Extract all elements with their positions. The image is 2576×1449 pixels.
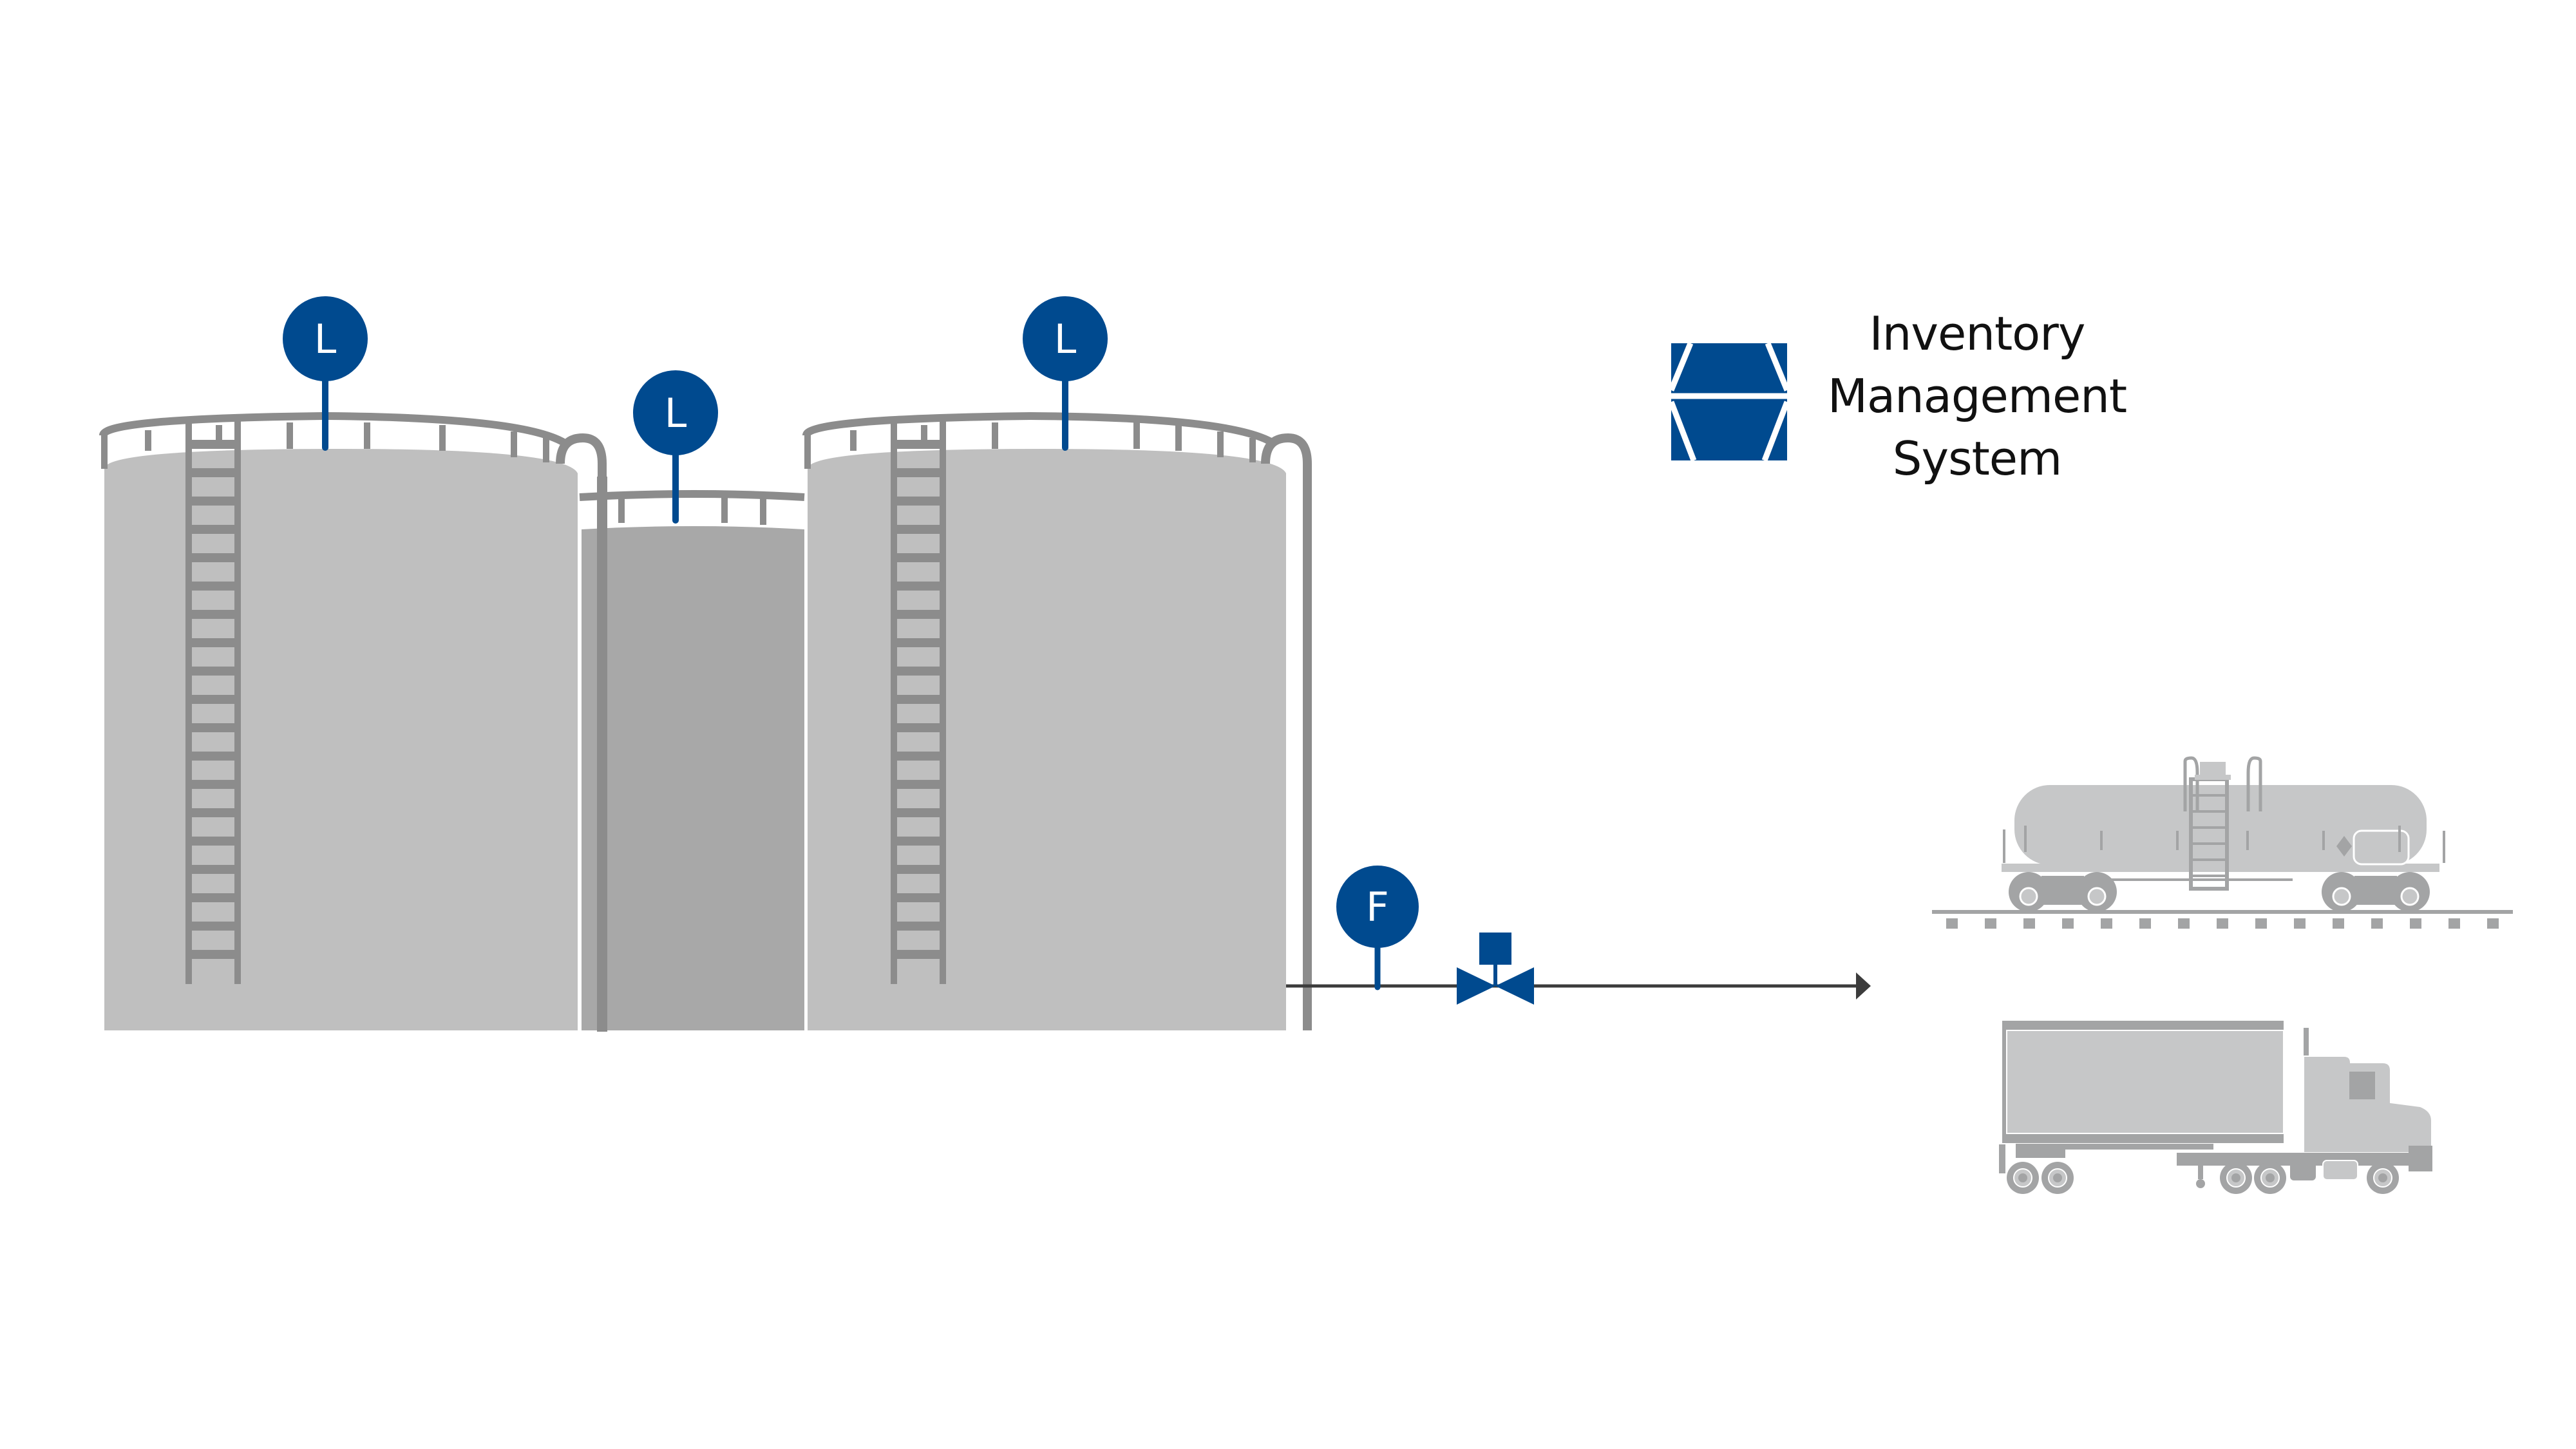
level-transmitter-2[interactable]: L: [633, 370, 718, 524]
middle-tank: [579, 490, 805, 1030]
ims-label: Inventory Management System: [1803, 303, 2151, 490]
rail-sleeper: [2410, 918, 2421, 929]
semi-truck-icon: [1999, 1021, 2432, 1194]
flow-letter: F: [1366, 884, 1389, 931]
control-valve-icon[interactable]: [1457, 933, 1534, 1005]
outlet-pipe: [1286, 972, 1871, 999]
rail-sleeper: [2294, 918, 2306, 929]
level-transmitter-1[interactable]: L: [283, 296, 368, 451]
rail-sleeper: [1985, 918, 1996, 929]
rail-sleeper: [2139, 918, 2151, 929]
rail-sleeper: [2062, 918, 2074, 929]
level-letter: L: [314, 316, 337, 363]
rail-sleeper: [2217, 918, 2228, 929]
rail-tank-car-icon: [1932, 756, 2513, 929]
rail-sleeper: [2487, 918, 2499, 929]
ims-label-line-1: Inventory: [1869, 307, 2086, 361]
left-tank: [99, 412, 578, 1030]
ims-label-line-2: Management: [1827, 369, 2127, 423]
flow-arrow-icon: [1856, 972, 1871, 999]
rail-sleeper: [2101, 918, 2112, 929]
middle-tank-railing: [579, 490, 805, 525]
flow-meter[interactable]: F: [1336, 866, 1419, 990]
level-transmitter-3[interactable]: L: [1023, 296, 1108, 451]
ims-label-line-3: System: [1892, 431, 2063, 486]
vent-pipe-left: [556, 433, 607, 1030]
rail-sleeper: [2371, 918, 2383, 929]
rail-sleeper: [2448, 918, 2460, 929]
left-tank-ladder: [185, 419, 241, 984]
inventory-management-logo-icon: [1668, 342, 1790, 462]
rail-sleeper: [2178, 918, 2190, 929]
level-letter: L: [1054, 316, 1077, 363]
vent-pipe-right: [1261, 433, 1312, 1030]
right-tank: [802, 412, 1286, 1030]
rail-sleeper: [1946, 918, 1958, 929]
rail-sleeper: [2255, 918, 2267, 929]
rail-sleeper: [2333, 918, 2344, 929]
level-letter: L: [665, 390, 687, 437]
rail-sleeper: [2023, 918, 2035, 929]
right-tank-ladder: [891, 419, 946, 984]
